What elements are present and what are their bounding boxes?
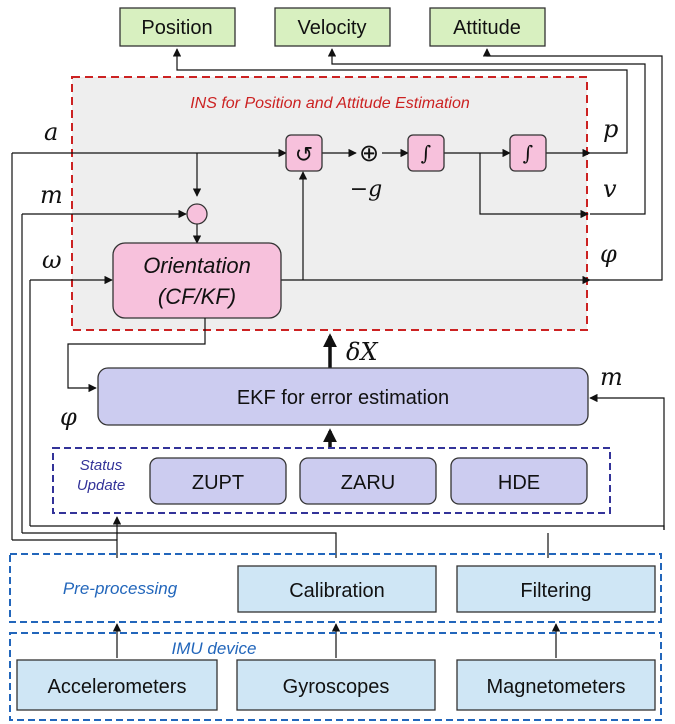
status-title-line1: Status [80,457,123,474]
wire-v-to-velocity [327,48,646,215]
sum-node: ⊕ [359,139,379,167]
imu-device-region [9,632,662,721]
svg-text:∫: ∫ [523,141,533,165]
svg-text:ZUPT: ZUPT [192,472,244,494]
preprocessing-region [9,553,662,623]
svg-text:ZARU: ZARU [341,472,395,494]
wire-gyro-bus [30,525,665,530]
wire-velocity-branch [479,153,589,219]
svg-text:Accelerometers: Accelerometers [48,676,187,698]
magnetometers-box: Magnetometers [456,659,656,711]
integrator-2-block: ∫ [509,134,547,172]
gravity-label: −g [350,177,383,202]
wire-mag-bus [22,532,337,558]
fusion-junction-node [186,203,208,225]
imu-title: IMU device [171,639,256,658]
signal-a-label: a [44,118,58,146]
svg-text:Magnetometers: Magnetometers [487,676,626,698]
rotation-block: ↺ [285,134,323,172]
wire-magnetometer-to-ekf [589,393,665,530]
svg-text:Filtering: Filtering [520,580,591,602]
wire-phi-to-attitude [482,48,663,281]
svg-text:Gyroscopes: Gyroscopes [283,676,390,698]
signal-omega-label: ω [42,246,62,274]
svg-text:EKF for error estimation: EKF for error estimation [237,387,449,409]
position-output-box: Position [119,7,236,47]
signal-m-label: m [40,181,63,209]
ekf-phi-label: φ [60,403,77,431]
integrator-1-block: ∫ [407,134,445,172]
svg-text:↺: ↺ [295,143,313,168]
wire-accel-bus [12,539,118,558]
delta-x-label: δX [346,338,378,366]
svg-text:Attitude: Attitude [453,17,521,39]
gyroscopes-box: Gyroscopes [236,659,436,711]
svg-text:Orientation: Orientation [143,253,251,278]
svg-text:∫: ∫ [421,141,431,165]
ekf-m-label: m [600,363,623,391]
wire-orientation-to-ekf [67,318,206,393]
svg-text:Position: Position [141,17,212,39]
accelerometers-box: Accelerometers [16,659,218,711]
svg-text:(CF/KF): (CF/KF) [158,284,236,309]
ins-title: INS for Position and Attitude Estimation [190,95,470,112]
preprocessing-title: Pre-processing [63,579,178,598]
zupt-box: ZUPT [149,457,287,505]
svg-text:Calibration: Calibration [289,580,385,602]
signal-phi-label: φ [600,240,617,268]
hde-box: HDE [450,457,588,505]
svg-text:Velocity: Velocity [298,17,367,39]
status-title-line2: Update [77,477,125,494]
filtering-box: Filtering [456,565,656,613]
velocity-output-box: Velocity [274,7,391,47]
signal-v-label: v [603,175,617,203]
ekf-box: EKF for error estimation [97,367,589,426]
zaru-box: ZARU [299,457,437,505]
wire-p-to-position [172,48,628,154]
svg-text:⊕: ⊕ [359,139,379,167]
calibration-box: Calibration [237,565,437,613]
signal-p-label: p [603,115,618,143]
attitude-output-box: Attitude [429,7,546,47]
svg-text:HDE: HDE [498,472,540,494]
orientation-block: Orientation (CF/KF) [112,242,282,319]
status-update-region [52,447,611,514]
